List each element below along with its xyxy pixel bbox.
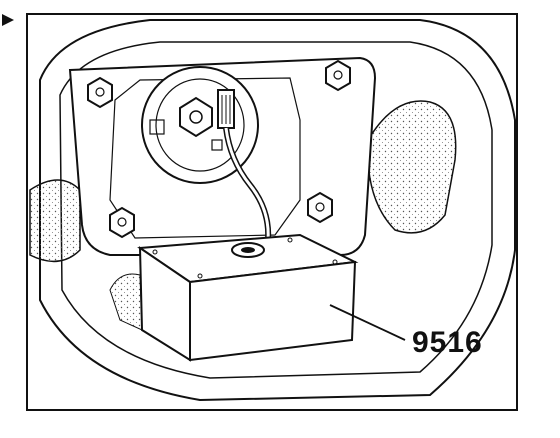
tester-box [137, 233, 359, 362]
center-nut [179, 96, 213, 138]
left-spoke [29, 179, 81, 263]
center-nut-hole [189, 110, 203, 124]
tester-shadow [109, 273, 143, 331]
part-number-label: 9516 [412, 326, 483, 359]
mounting-bolt-bottom-right [307, 191, 333, 224]
callout-leader [329, 304, 406, 341]
mounting-bolt-top-right [325, 59, 351, 92]
bracket-left [149, 119, 165, 135]
rim-inner-edge [59, 41, 493, 379]
mounting-bolt-top-left [87, 76, 113, 109]
bracket-right [211, 139, 223, 151]
column-recess-inner [155, 78, 245, 172]
mounting-bolt-bottom-left [109, 206, 135, 239]
steering-wheel-rim [39, 19, 516, 402]
corner-marker [2, 14, 14, 26]
right-spoke-pad [366, 100, 457, 234]
